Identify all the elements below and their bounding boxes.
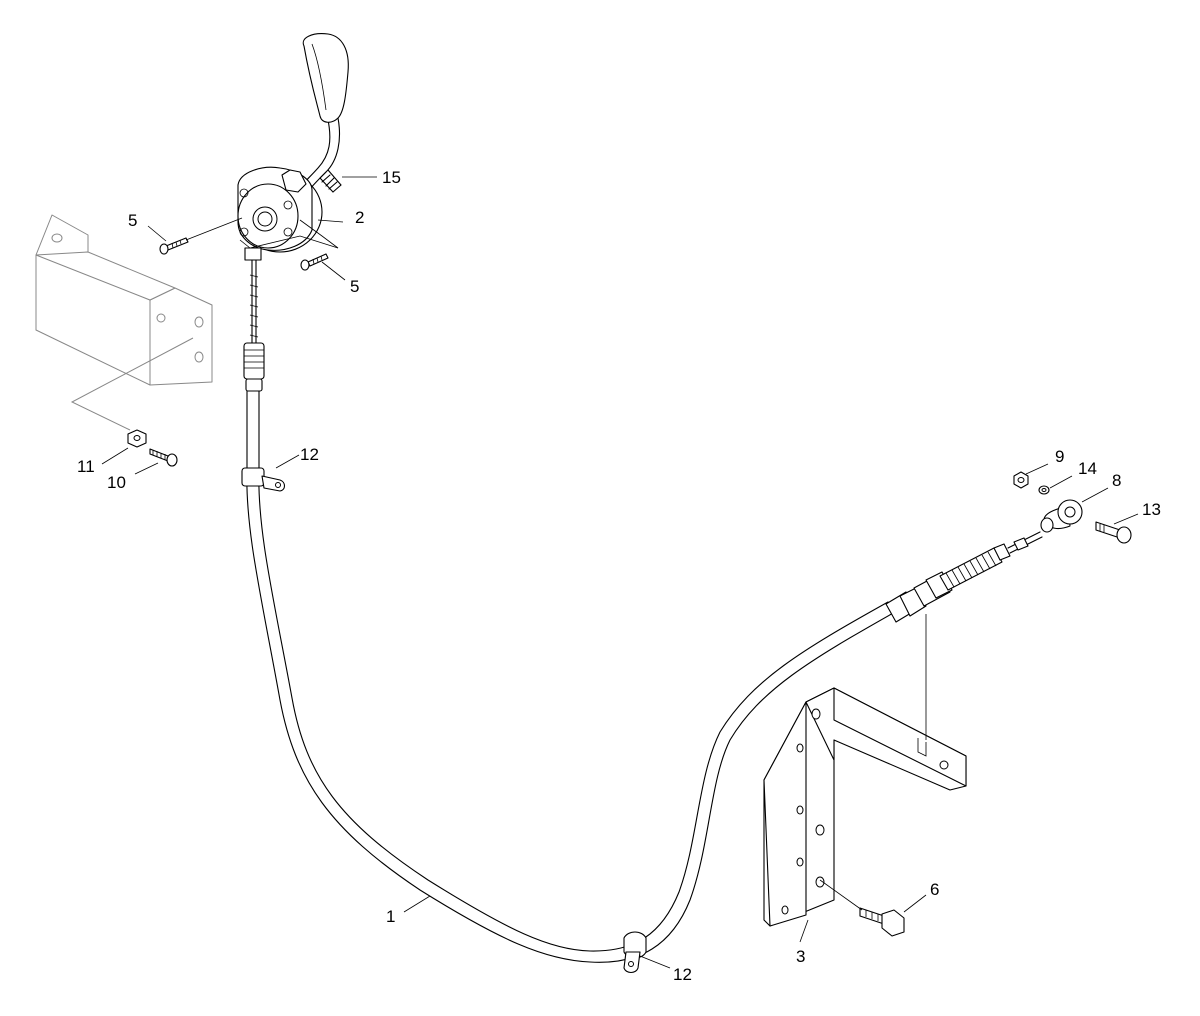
bolt-10 [149,448,178,467]
label-5b: 5 [350,277,359,296]
nut-9 [1013,471,1029,489]
label-2: 2 [355,208,364,227]
bolt-13 [1095,521,1132,544]
label-6: 6 [930,880,939,899]
screw-5-lower [300,253,329,271]
bracket-3 [763,614,967,927]
ghost-mounting-bracket [35,214,213,431]
label-3: 3 [796,947,805,966]
label-13: 13 [1142,500,1161,519]
clamp-12-upper [241,467,286,492]
label-8: 8 [1112,471,1121,490]
washer-14 [1038,485,1050,495]
label-12b: 12 [673,965,692,984]
label-10: 10 [107,473,126,492]
label-1: 1 [386,907,395,926]
leader-lines [101,176,1139,969]
cable-adjuster-end [885,531,1043,623]
cable-1 [246,390,896,963]
label-5a: 5 [128,211,137,230]
label-11: 11 [77,457,95,476]
callout-labels: 1 2 3 5 5 6 8 9 10 11 12 12 13 14 15 [77,168,1161,984]
clamp-12-lower [623,931,647,974]
screw-5-upper [159,237,189,255]
spring-15 [319,169,342,193]
label-9: 9 [1055,447,1064,466]
bolt-6 [859,907,905,937]
rod-end-8 [1040,499,1083,533]
label-12a: 12 [300,445,319,464]
nut-11 [127,429,147,448]
label-15: 15 [382,168,401,187]
label-14: 14 [1078,459,1097,478]
cable-upper-end [243,259,265,392]
control-lever-assembly [237,33,349,261]
